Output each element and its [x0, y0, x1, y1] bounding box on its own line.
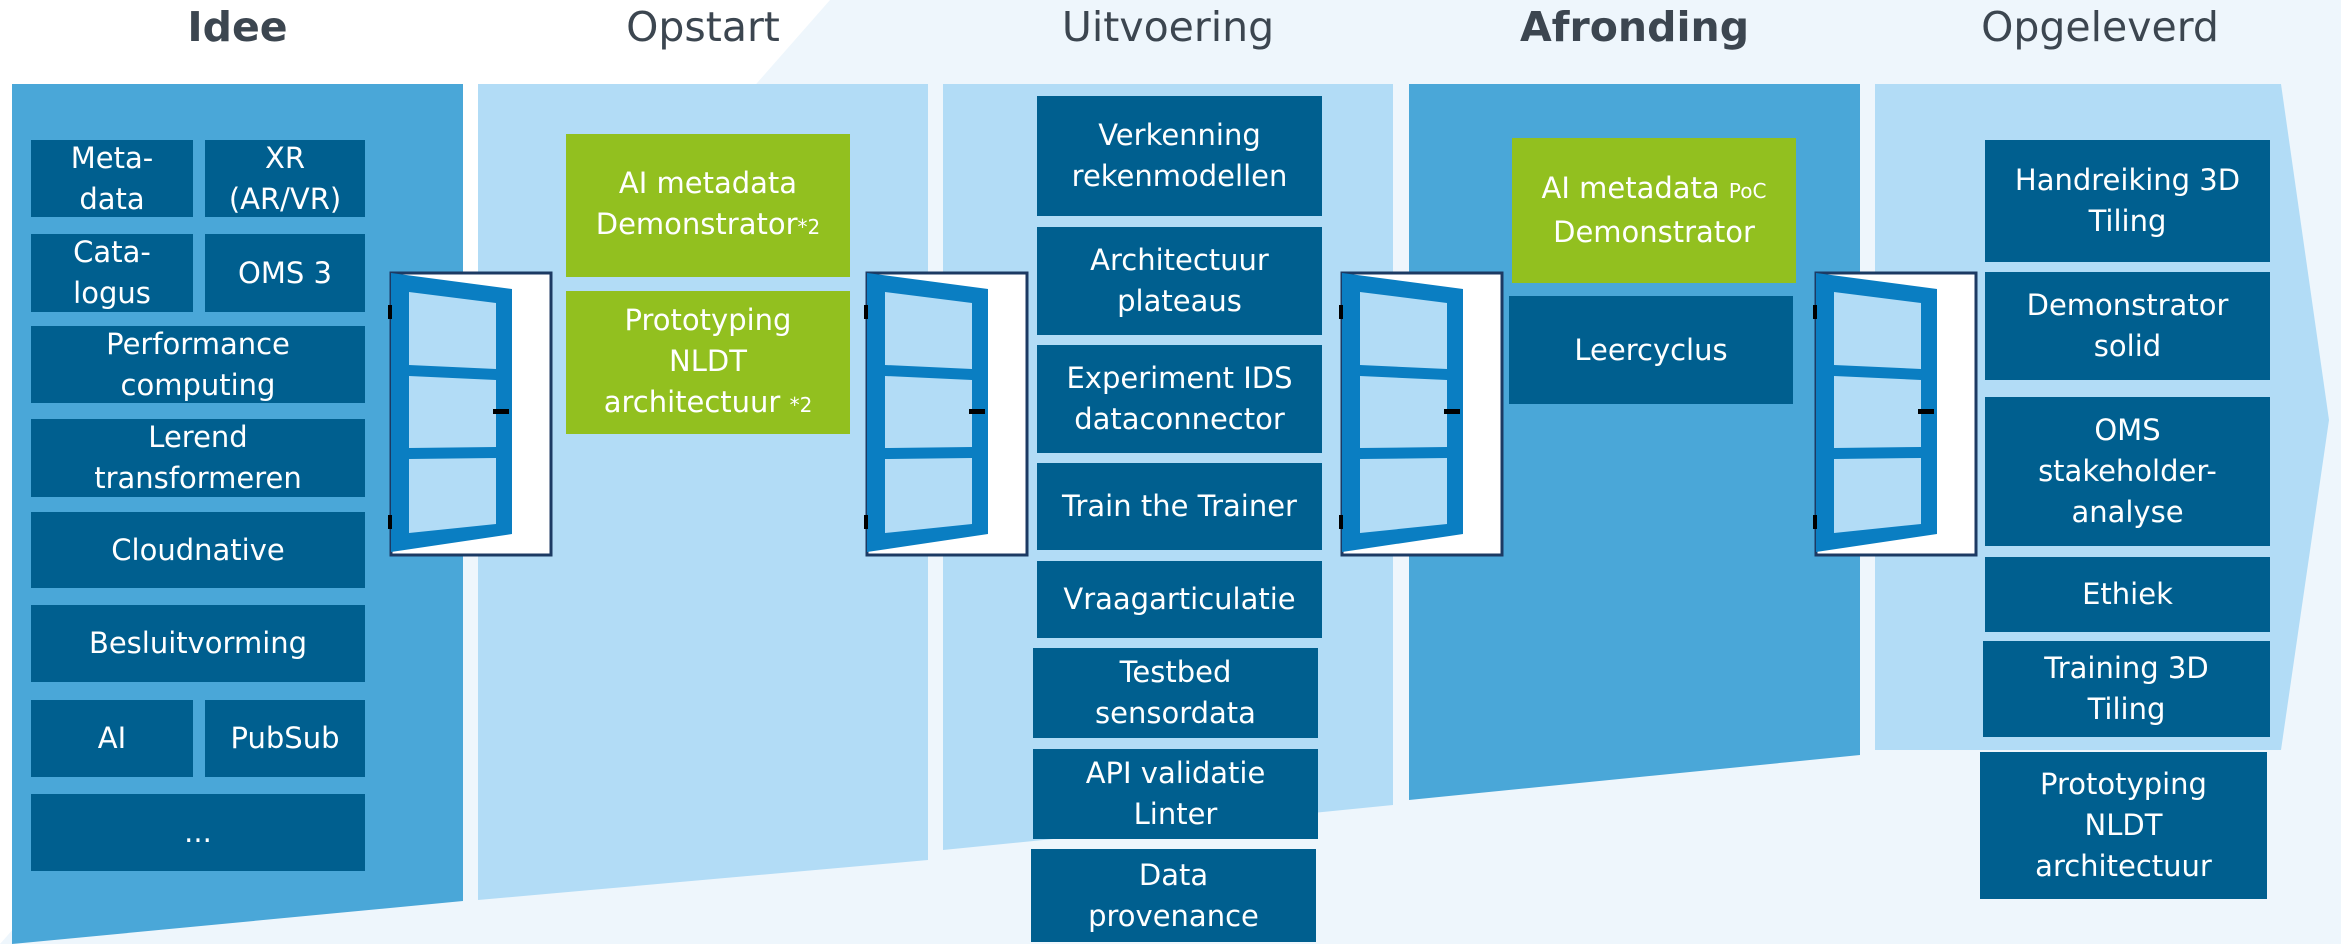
- ai-poc-line2: Demonstrator: [1553, 215, 1755, 249]
- box-performance-computing: Performance computing: [31, 326, 365, 403]
- ai-poc-line1: AI metadata: [1541, 171, 1720, 205]
- header-afronding: Afronding: [1519, 3, 1750, 51]
- ai-poc-line1-wrap: AI metadata PoC: [1542, 168, 1767, 212]
- box-data-provenance: Data provenance: [1031, 849, 1316, 942]
- door-icon: [1339, 271, 1504, 557]
- door-icon: [1813, 271, 1978, 557]
- box-ethiek: Ethiek: [1985, 557, 2270, 632]
- header-uitvoering: Uitvoering: [1061, 3, 1275, 51]
- header-opgeleverd: Opgeleverd: [1981, 3, 2219, 51]
- panel-opstart: [478, 84, 928, 900]
- box-pubsub: PubSub: [205, 700, 365, 777]
- ai-demo-line2: Demonstrator: [595, 207, 798, 241]
- header-idee: Idee: [187, 3, 288, 51]
- door-icon: [388, 271, 553, 557]
- header-opstart: Opstart: [626, 3, 780, 51]
- box-api-validatie: API validatie Linter: [1033, 749, 1318, 839]
- proto-line2: NLDT: [669, 343, 747, 378]
- door-icon: [864, 271, 1029, 557]
- box-demonstrator-solid: Demonstrator solid: [1985, 272, 2270, 380]
- proto-suffix: *2: [789, 392, 813, 417]
- ai-demo-line1: AI metadata: [618, 166, 798, 200]
- box-experiment-ids: Experiment IDS dataconnector: [1037, 345, 1322, 453]
- box-ai-metadata-poc: AI metadata PoC Demonstrator: [1512, 138, 1796, 283]
- box-leercyclus: Leercyclus: [1509, 296, 1793, 404]
- box-training-3d-tiling: Training 3D Tiling: [1983, 641, 2270, 737]
- box-catalogus: Cata- logus: [31, 234, 193, 312]
- box-ai: AI: [31, 700, 193, 777]
- box-cloudnative: Cloudnative: [31, 512, 365, 588]
- box-train-the-trainer: Train the Trainer: [1037, 463, 1322, 550]
- box-handreiking-3d-tiling: Handreiking 3D Tiling: [1985, 140, 2270, 262]
- box-lerend-transformeren: Lerend transformeren: [31, 419, 365, 497]
- box-besluitvorming: Besluitvorming: [31, 605, 365, 682]
- box-testbed-sensordata: Testbed sensordata: [1033, 648, 1318, 738]
- box-oms3: OMS 3: [205, 234, 365, 312]
- ai-demo-line2-wrap: Demonstrator*2: [596, 204, 821, 248]
- proto-line3-wrap: architectuur *2: [604, 382, 813, 426]
- box-metadata: Meta- data: [31, 140, 193, 217]
- box-prototyping-nldt-architectuur: Prototyping NLDT architectuur: [1980, 752, 2267, 899]
- box-prototyping-nldt: Prototyping NLDT architectuur *2: [566, 291, 850, 434]
- box-verkenning-rekenmodellen: Verkenning rekenmodellen: [1037, 96, 1322, 216]
- box-architectuur-plateaus: Architectuur plateaus: [1037, 227, 1322, 335]
- box-oms-stakeholder-analyse: OMS stakeholder- analyse: [1985, 397, 2270, 546]
- box-vraagarticulatie: Vraagarticulatie: [1037, 561, 1322, 638]
- box-more: ...: [31, 794, 365, 871]
- ai-poc-tag: PoC: [1728, 179, 1767, 203]
- proto-line3: architectuur: [603, 384, 781, 419]
- box-ai-metadata-demonstrator: AI metadata Demonstrator*2: [566, 134, 850, 277]
- ai-demo-suffix: *2: [797, 215, 821, 239]
- proto-line1: Prototyping: [624, 302, 792, 337]
- box-xr: XR (AR/VR): [205, 140, 365, 217]
